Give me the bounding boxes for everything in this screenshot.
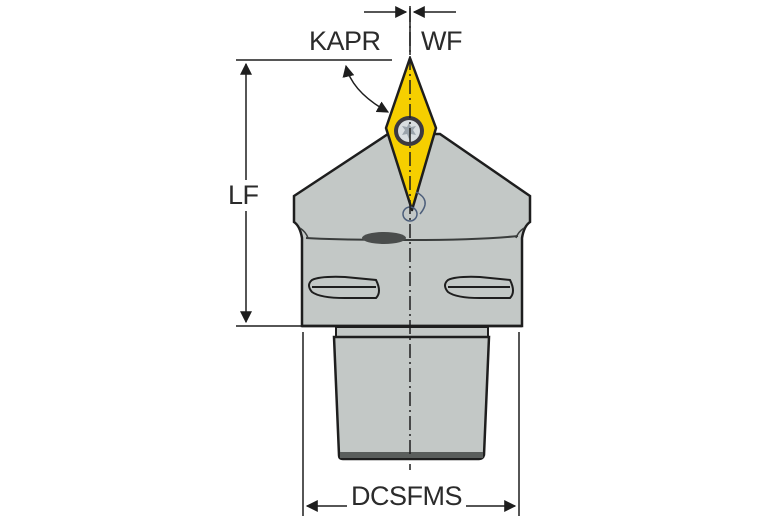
lf-label: LF bbox=[228, 180, 259, 211]
coolant-slots bbox=[308, 275, 514, 299]
wf-dimension bbox=[364, 5, 456, 55]
kapr-dimension bbox=[236, 59, 392, 113]
insert-screw bbox=[394, 116, 424, 146]
wf-label: WF bbox=[421, 26, 462, 56]
kapr-label: KAPR bbox=[309, 26, 381, 56]
shank bbox=[332, 326, 491, 461]
dcsfms-label: DCSFMS bbox=[347, 483, 466, 510]
